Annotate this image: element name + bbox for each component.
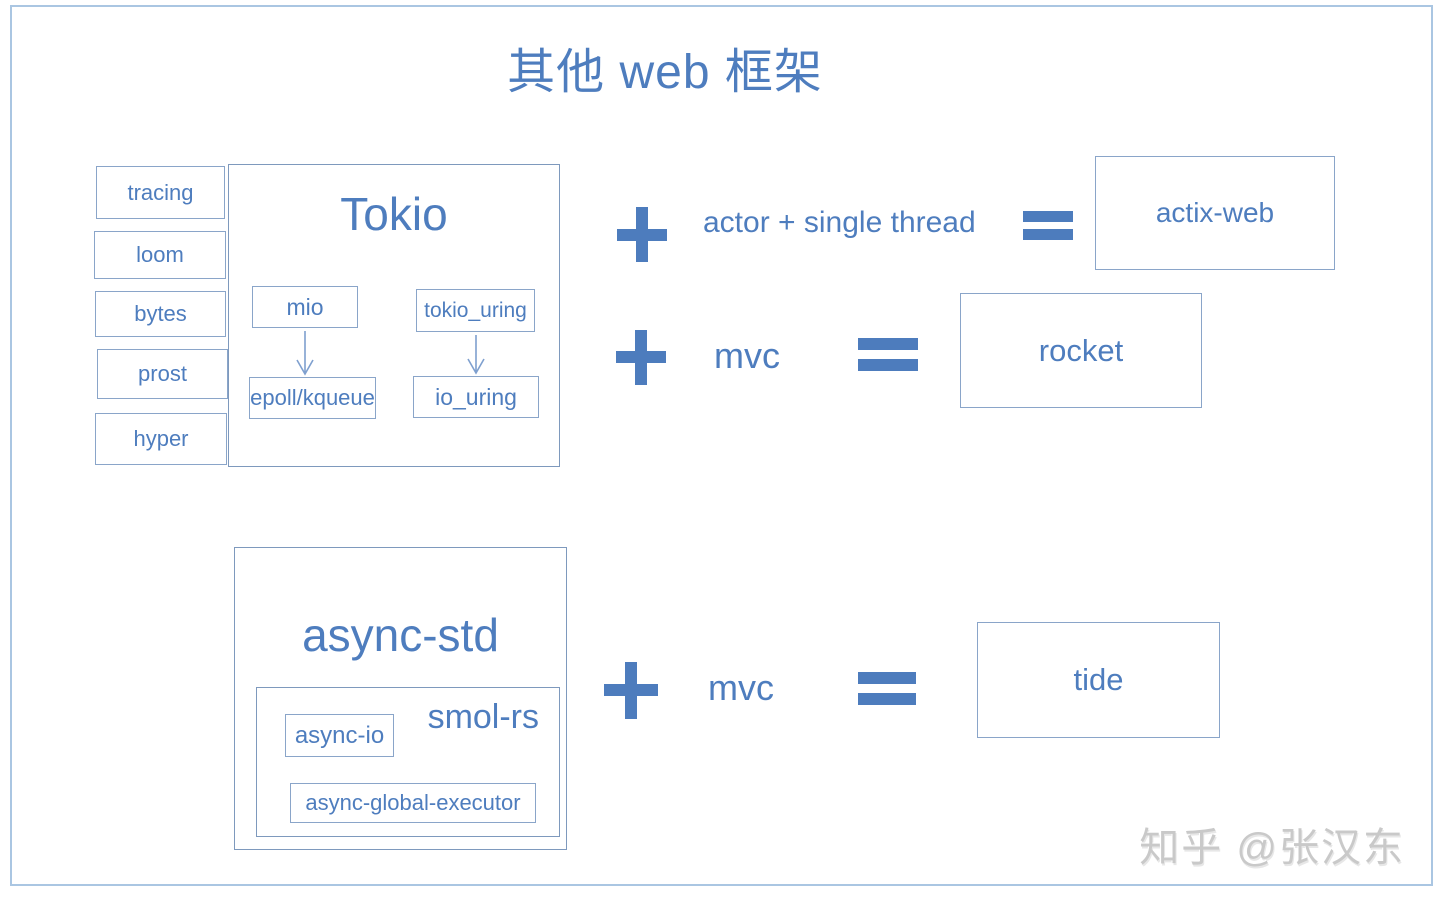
equals-icon (858, 338, 918, 371)
tokio-container-box: Tokio (228, 164, 560, 467)
crate-chip-label: tracing (127, 179, 194, 205)
tokio-uring-box: tokio_uring (416, 289, 535, 332)
crate-chip-tracing: tracing (96, 166, 225, 219)
result-box-tide: tide (977, 622, 1220, 738)
plus-icon (616, 330, 666, 385)
crate-chip-bytes: bytes (95, 291, 226, 337)
async-io-label: async-io (294, 721, 385, 749)
mio-label: mio (286, 293, 324, 320)
result-box-rocket: rocket (960, 293, 1202, 408)
equation-operand: actor + single thread (703, 206, 976, 239)
result-label: tide (1073, 662, 1124, 697)
io-uring-label: io_uring (435, 383, 517, 410)
epoll-kqueue-label: epoll/kqueue (250, 385, 375, 410)
crate-chip-label: loom (136, 242, 184, 267)
equals-icon (858, 672, 916, 705)
plus-icon (617, 207, 667, 262)
equation-operand: mvc (714, 335, 780, 376)
smol-rs-label: smol-rs (427, 698, 539, 736)
equation-operand: mvc (708, 667, 774, 708)
async-std-title: async-std (302, 609, 499, 661)
epoll-kqueue-box: epoll/kqueue (249, 377, 376, 419)
crate-chip-label: prost (138, 361, 187, 386)
crate-chip-label: hyper (133, 426, 189, 451)
io-uring-box: io_uring (413, 376, 539, 418)
async-io-box: async-io (285, 714, 394, 757)
tokio-uring-label: tokio_uring (424, 298, 527, 322)
async-global-executor-label: async-global-executor (305, 790, 521, 815)
equals-icon (1023, 211, 1073, 240)
crate-chip-prost: prost (97, 349, 228, 399)
tokio-title: Tokio (340, 188, 448, 240)
async-global-executor-box: async-global-executor (290, 783, 536, 823)
result-box-actix-web: actix-web (1095, 156, 1335, 270)
mio-box: mio (252, 286, 358, 328)
page-title: 其他 web 框架 (507, 46, 823, 99)
async-std-container-box: async-std (234, 547, 567, 850)
watermark: 知乎 @张汉东 (1139, 826, 1405, 870)
crate-chip-loom: loom (94, 231, 226, 279)
result-label: rocket (1038, 332, 1124, 368)
crate-chip-label: bytes (134, 301, 187, 326)
crate-chip-hyper: hyper (95, 413, 227, 465)
result-label: actix-web (1155, 197, 1275, 228)
plus-icon (604, 662, 658, 719)
